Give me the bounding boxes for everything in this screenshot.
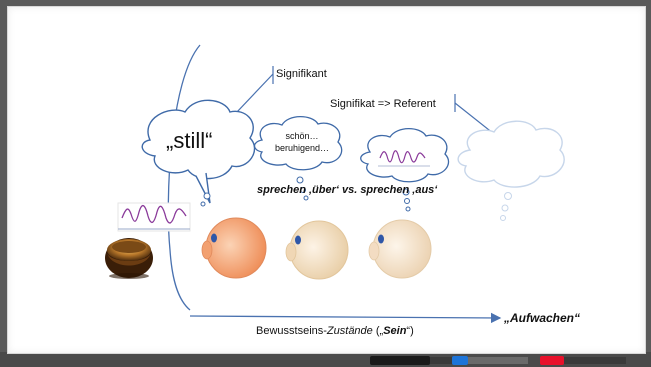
axis-caption: Bewusstseins-Zustände („Sein“) xyxy=(256,325,414,337)
whiteboard-surface xyxy=(7,6,646,354)
still-word: „still“ xyxy=(166,128,213,153)
wave-box xyxy=(117,202,191,232)
empty-thought-bubble xyxy=(457,120,565,188)
marker-red-cap xyxy=(540,356,564,365)
schoen-text: schön… beruhigend… xyxy=(272,130,332,154)
eye-orange xyxy=(201,217,267,279)
eye-beige xyxy=(285,220,349,280)
states-arrow xyxy=(189,312,502,324)
vertical-axis-curve xyxy=(167,44,201,311)
sound-wave-icon xyxy=(121,205,187,224)
axis-close: “) xyxy=(406,325,414,337)
aufwachen-label: „Aufwachen“ xyxy=(504,311,581,325)
eye-cream xyxy=(368,219,432,279)
bubble-wave-icon xyxy=(379,150,426,164)
sprechen-caption: sprechen ‚über‘ vs. sprechen ‚aus‘ xyxy=(257,184,438,196)
still-thought-bubble xyxy=(141,99,256,204)
singing-bowl-icon xyxy=(105,238,153,279)
marker-blue-cap xyxy=(452,356,468,365)
axis-prefix: Bewusstseins- xyxy=(256,325,327,337)
axis-zustaende: Zustände xyxy=(326,325,373,337)
schoen-line1: schön… xyxy=(285,131,319,141)
marker-red xyxy=(564,357,626,364)
signifikant-label: Signifikant xyxy=(276,68,327,80)
signifikat-label: Signifikat => Referent xyxy=(330,98,436,110)
axis-open: („ xyxy=(372,325,384,337)
marker-black xyxy=(370,356,430,365)
axis-sein: Sein xyxy=(383,325,407,337)
schoen-thought-bubble xyxy=(253,115,343,171)
schoen-line2: beruhigend… xyxy=(274,143,330,153)
marker-blue xyxy=(468,357,528,364)
